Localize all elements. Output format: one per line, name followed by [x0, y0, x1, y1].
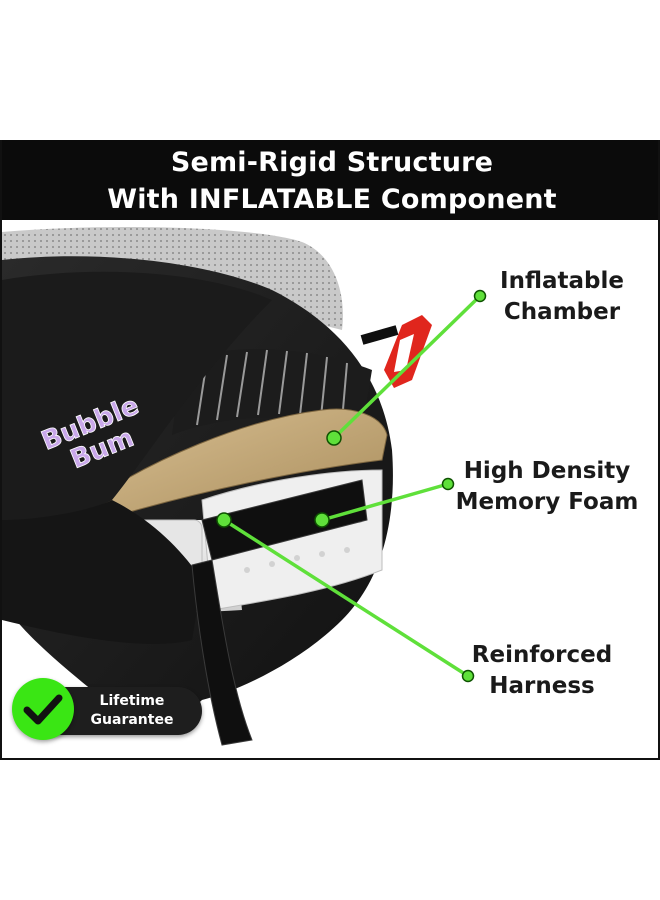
callout-memory-foam: High Density Memory Foam — [442, 456, 652, 518]
callout-dot-inflatable-end — [473, 289, 487, 303]
callout-line-harness — [223, 518, 469, 678]
harness-strap — [191, 479, 368, 746]
red-seatbelt-clip-icon — [360, 315, 432, 388]
callout-inflatable-line-2: Chamber — [503, 299, 621, 325]
callout-dots — [216, 289, 487, 683]
callout-harness-line-2: Harness — [489, 673, 595, 699]
product-illustration: Bubble Bum — [2, 220, 658, 758]
headline-line-1: Semi-Rigid Structure — [170, 147, 494, 178]
callout-foam-line-2: Memory Foam — [455, 489, 639, 515]
badge-check-circle — [12, 678, 74, 740]
callout-line-foam — [321, 482, 449, 522]
badge-line-2: Guarantee — [90, 712, 174, 728]
badge-text: Lifetime Guarantee — [72, 692, 192, 730]
callout-inflatable-line-1: Inflatable — [500, 268, 624, 294]
callout-reinforced-harness: Reinforced Harness — [457, 640, 627, 702]
headline-line-2: With INFLATABLE Component — [107, 184, 557, 215]
callout-dot-inflatable-origin — [326, 430, 342, 446]
booster-seat-cutaway: Bubble Bum — [2, 227, 487, 746]
callout-inflatable-chamber: Inflatable Chamber — [472, 266, 652, 328]
callout-dot-foam-end — [441, 477, 455, 491]
callout-lines — [223, 294, 482, 678]
headline-banner: Semi-Rigid Structure With INFLATABLE Com… — [2, 140, 658, 220]
callout-foam-line-1: High Density — [463, 458, 631, 484]
inflatable-chamber — [91, 408, 388, 521]
callout-line-inflatable — [332, 294, 482, 440]
callout-dot-foam-origin — [314, 512, 330, 528]
checkmark-icon — [23, 694, 63, 725]
product-image-frame: Semi-Rigid Structure With INFLATABLE Com… — [0, 140, 660, 760]
badge-line-1: Lifetime — [99, 693, 165, 709]
outer-cover-flap — [2, 271, 272, 644]
callout-dot-harness-origin — [216, 512, 232, 528]
callout-dot-harness-end — [461, 669, 475, 683]
callout-harness-line-1: Reinforced — [471, 642, 613, 668]
lifetime-guarantee-badge: Lifetime Guarantee — [12, 678, 202, 742]
